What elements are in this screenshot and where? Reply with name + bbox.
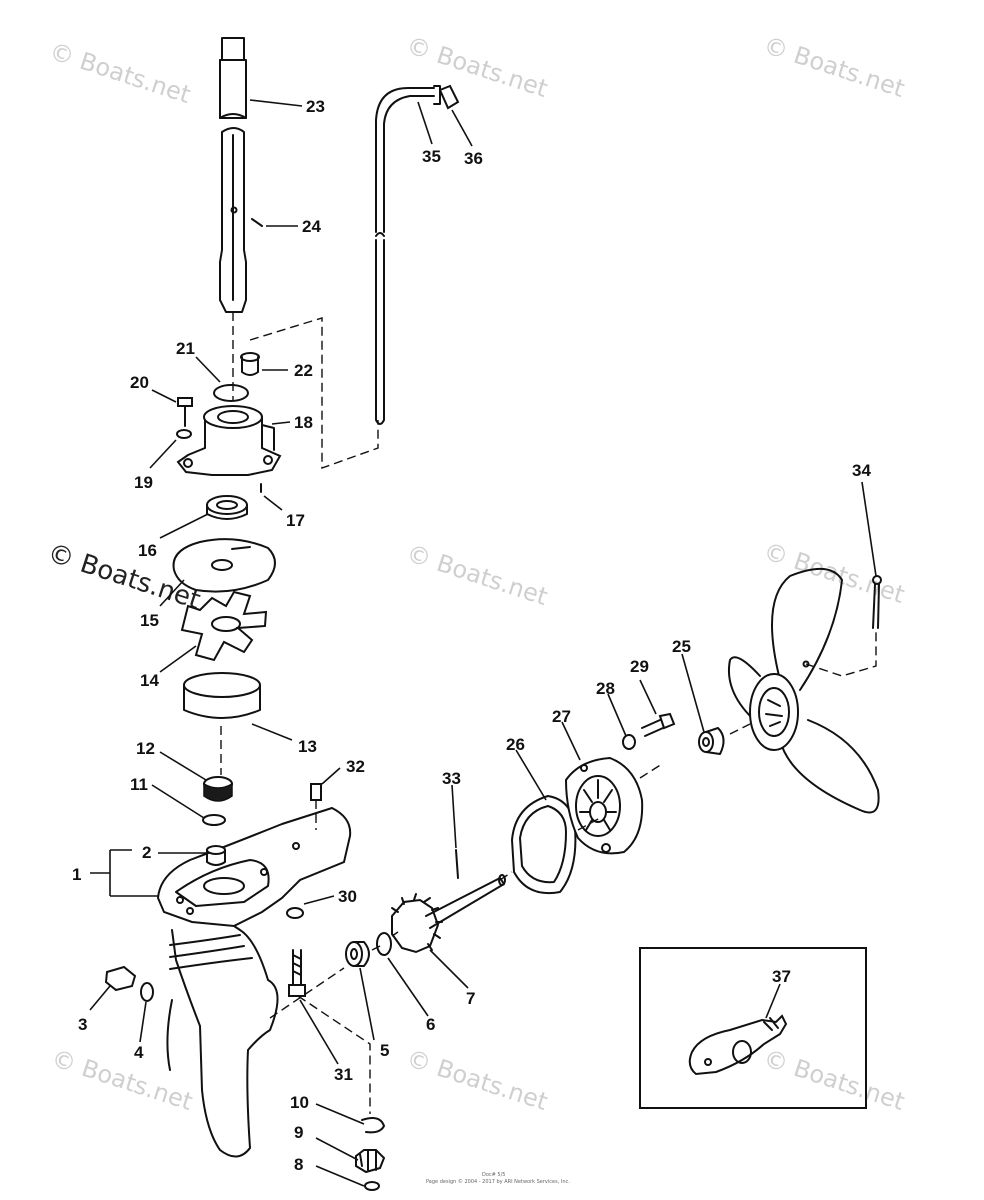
dowel-2 [206, 845, 226, 866]
callout-33: 33 [442, 769, 461, 788]
washer-30 [286, 907, 304, 919]
callout-4: 4 [134, 1043, 144, 1062]
impeller-14 [180, 590, 268, 662]
callout-24: 24 [302, 217, 321, 236]
face-plate-15 [172, 538, 276, 593]
washer-19 [176, 429, 192, 439]
impeller-liner-13 [183, 672, 261, 719]
washer-11 [202, 814, 226, 826]
callout-28: 28 [596, 679, 615, 698]
callout-37: 37 [772, 967, 791, 986]
callout-27: 27 [552, 707, 571, 726]
callout-19: 19 [134, 473, 153, 492]
callout-25: 25 [672, 637, 691, 656]
propeller [728, 568, 880, 814]
callout-8: 8 [294, 1155, 303, 1174]
callout-18: 18 [294, 413, 313, 432]
screw-29 [641, 712, 676, 737]
callout-31: 31 [334, 1065, 353, 1084]
assembly-line-prop-shaft [499, 723, 751, 881]
washer-28 [622, 734, 636, 750]
screw-20 [177, 397, 193, 427]
footer-copyright: Page design © 2004 - 2017 by ARI Network… [426, 1178, 570, 1185]
watermark-bottom-right: © Boats.net [760, 1044, 908, 1116]
washer-10 [361, 1117, 385, 1134]
gasket-26 [511, 795, 577, 894]
inset-box [639, 947, 867, 1109]
callout-13: 13 [298, 737, 317, 756]
drive-shaft [219, 37, 247, 313]
callout-labels: 23 24 35 36 21 22 20 18 19 17 16 15 14 1… [72, 97, 871, 1174]
dowel-32 [310, 783, 322, 801]
washer-4 [140, 982, 154, 1002]
watermark-top-right: © Boats.net [760, 31, 908, 103]
screw-31 [288, 949, 306, 997]
gear-housing [156, 806, 352, 1158]
shift-clip-37 [688, 1014, 788, 1076]
callout-34: 34 [852, 461, 871, 480]
gear-and-shaft-7 [391, 874, 506, 954]
callout-16: 16 [138, 541, 157, 560]
callout-9: 9 [294, 1123, 303, 1142]
watermark-mid-center: © Boats.net [403, 539, 551, 611]
callout-23: 23 [306, 97, 325, 116]
callout-14: 14 [140, 671, 159, 690]
callout-17: 17 [286, 511, 305, 530]
bearing-carrier-27 [564, 756, 644, 855]
callout-21: 21 [176, 339, 195, 358]
grommet-22 [240, 352, 260, 376]
washer-6 [376, 932, 392, 956]
callout-26: 26 [506, 735, 525, 754]
pin-24 [251, 218, 263, 227]
callout-5: 5 [380, 1041, 389, 1060]
o-ring-21 [213, 384, 249, 402]
callout-15: 15 [140, 611, 159, 630]
cotter-pin-34 [872, 575, 882, 629]
leader-lines [89, 99, 877, 1187]
callout-32: 32 [346, 757, 365, 776]
watermark-top-left: © Boats.net [46, 37, 194, 109]
callout-10: 10 [290, 1093, 309, 1112]
water-pump-housing [176, 405, 282, 476]
callout-2: 2 [142, 843, 151, 862]
footer-doc: Doc# 5/5 [482, 1172, 505, 1178]
bearing-12 [203, 776, 233, 802]
plug-3 [104, 965, 137, 992]
callout-3: 3 [78, 1015, 87, 1034]
callout-20: 20 [130, 373, 149, 392]
callout-11: 11 [130, 775, 148, 794]
bushing-25 [698, 727, 725, 755]
watermark-bottom-left: © Boats.net [48, 1044, 196, 1116]
callout-6: 6 [426, 1015, 435, 1034]
callout-1: 1 [72, 865, 81, 884]
water-tube-35 [375, 87, 435, 425]
callout-36: 36 [464, 149, 483, 168]
callout-22: 22 [294, 361, 313, 380]
callout-30: 30 [338, 887, 357, 906]
assembly-line-bearing [269, 931, 399, 1019]
assembly-line-cotter [805, 630, 877, 677]
watermark-bottom-center: © Boats.net [403, 1044, 551, 1116]
assembly-line-lower [297, 995, 371, 1114]
watermark-top-center: © Boats.net [403, 31, 551, 103]
callout-35: 35 [422, 147, 441, 166]
seal-16 [206, 495, 248, 520]
assembly-line-tube [249, 317, 379, 469]
ring-8 [364, 1181, 380, 1191]
callout-12: 12 [136, 739, 155, 758]
callout-7: 7 [466, 989, 475, 1008]
bearing-5 [345, 941, 370, 967]
grommet-36 [433, 84, 460, 110]
callout-29: 29 [630, 657, 649, 676]
nut-9 [355, 1149, 386, 1174]
pin-33 [455, 849, 459, 879]
